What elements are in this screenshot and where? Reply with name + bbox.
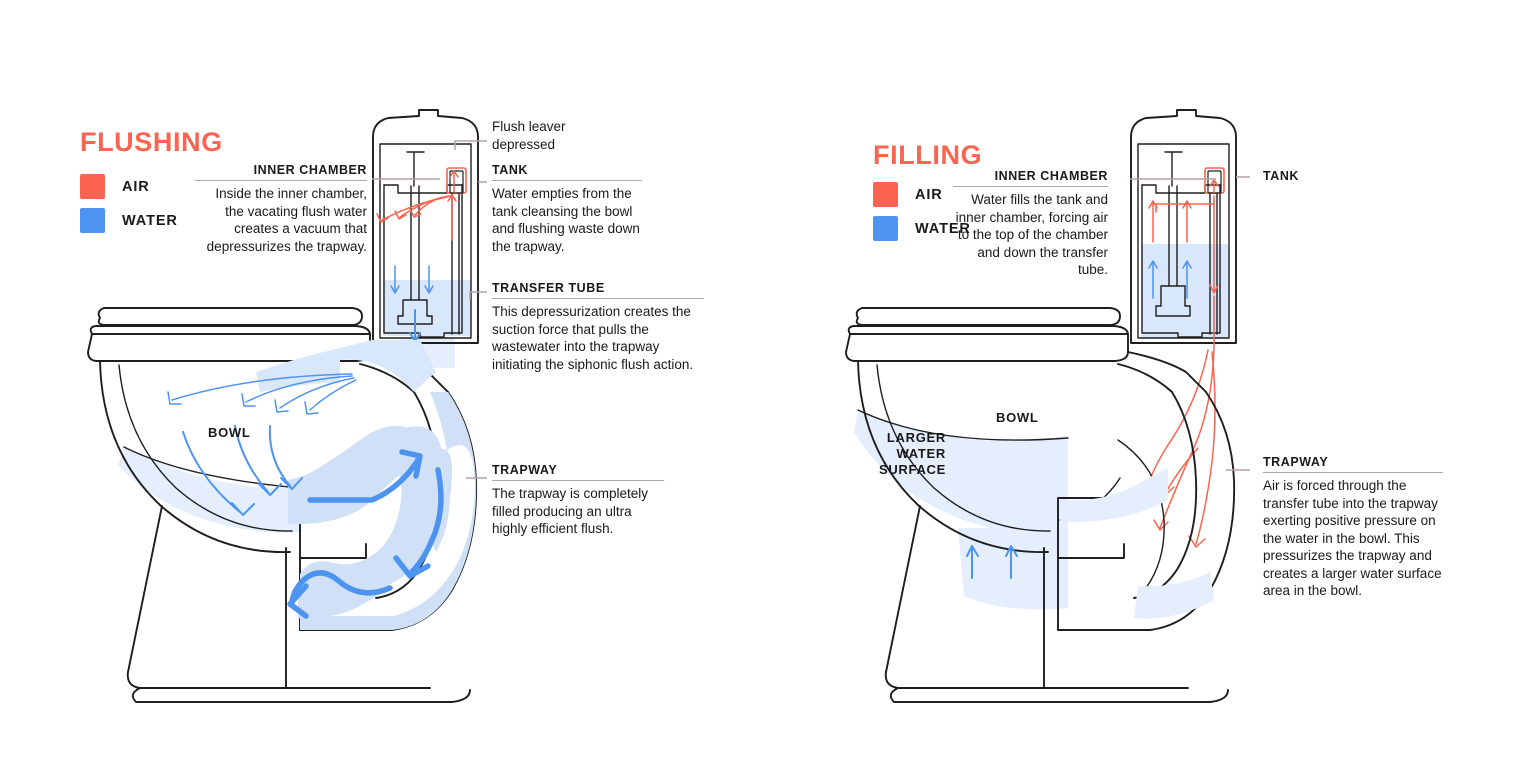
callout-heading: INNER CHAMBER: [195, 163, 367, 181]
legend-label-air: AIR: [915, 186, 943, 203]
panel-title-filling: FILLING: [873, 140, 983, 170]
legend-swatch-air: [873, 182, 898, 207]
legend-item-air: AIR: [80, 172, 178, 201]
legend-item-water: WATER: [873, 214, 971, 243]
legend-label-air: AIR: [122, 178, 150, 195]
callout-body: Water empties from the tank cleansing th…: [492, 186, 640, 254]
legend-swatch-water: [80, 208, 105, 233]
callout-heading: TRAPWAY: [1263, 455, 1443, 473]
legend-label-water: WATER: [122, 212, 178, 229]
legend-label-water: WATER: [915, 220, 971, 237]
legend-swatch-water: [873, 216, 898, 241]
toilet-diagram-filling: [845, 109, 1250, 703]
callout-body: The trapway is completely filled produci…: [492, 486, 649, 536]
toilet-diagram-flushing: [87, 109, 487, 703]
callout-body: Inside the inner chamber, the vacating f…: [206, 186, 367, 254]
callout-tank-flushing: TANK Water empties from the tank cleansi…: [492, 163, 642, 255]
legend-item-air: AIR: [873, 180, 971, 209]
callout-heading: TRANSFER TUBE: [492, 281, 704, 299]
callout-heading: TRAPWAY: [492, 463, 664, 481]
legend-swatch-air: [80, 174, 105, 199]
callout-body: This depressurization creates the suctio…: [492, 304, 694, 372]
callout-body: Air is forced through the transfer tube …: [1263, 478, 1442, 598]
callout-flush-lever-flushing: Flush leaver depressed: [492, 118, 622, 153]
part-label-larger-water-surface: LARGER WATER SURFACE: [878, 430, 946, 477]
legend-item-water: WATER: [80, 206, 178, 235]
callout-tank-filling: TANK: [1263, 169, 1373, 183]
callout-heading: TANK: [492, 163, 642, 181]
callout-heading: INNER CHAMBER: [953, 169, 1108, 187]
part-label-bowl-filling: BOWL: [996, 410, 1039, 425]
callout-trapway-flushing: TRAPWAY The trapway is completely filled…: [492, 463, 664, 538]
callout-inner-chamber-flushing: INNER CHAMBER Inside the inner chamber, …: [195, 163, 367, 255]
callout-trapway-filling: TRAPWAY Air is forced through the transf…: [1263, 455, 1443, 600]
legend-filling: AIR WATER: [873, 180, 971, 248]
part-label-bowl-flushing: BOWL: [208, 425, 251, 440]
panel-filling: FILLING AIR WATER: [768, 0, 1536, 768]
callout-body: Water fills the tank and inner chamber, …: [955, 192, 1108, 277]
callout-body: Flush leaver depressed: [492, 119, 566, 152]
legend-flushing: AIR WATER: [80, 172, 178, 240]
panel-title-flushing: FLUSHING: [80, 127, 223, 157]
callout-transfer-tube-flushing: TRANSFER TUBE This depressurization crea…: [492, 281, 704, 373]
callout-heading: TANK: [1263, 169, 1299, 183]
panel-flushing: FLUSHING AIR WATER: [80, 109, 704, 703]
callout-inner-chamber-filling: INNER CHAMBER Water fills the tank and i…: [953, 169, 1108, 279]
